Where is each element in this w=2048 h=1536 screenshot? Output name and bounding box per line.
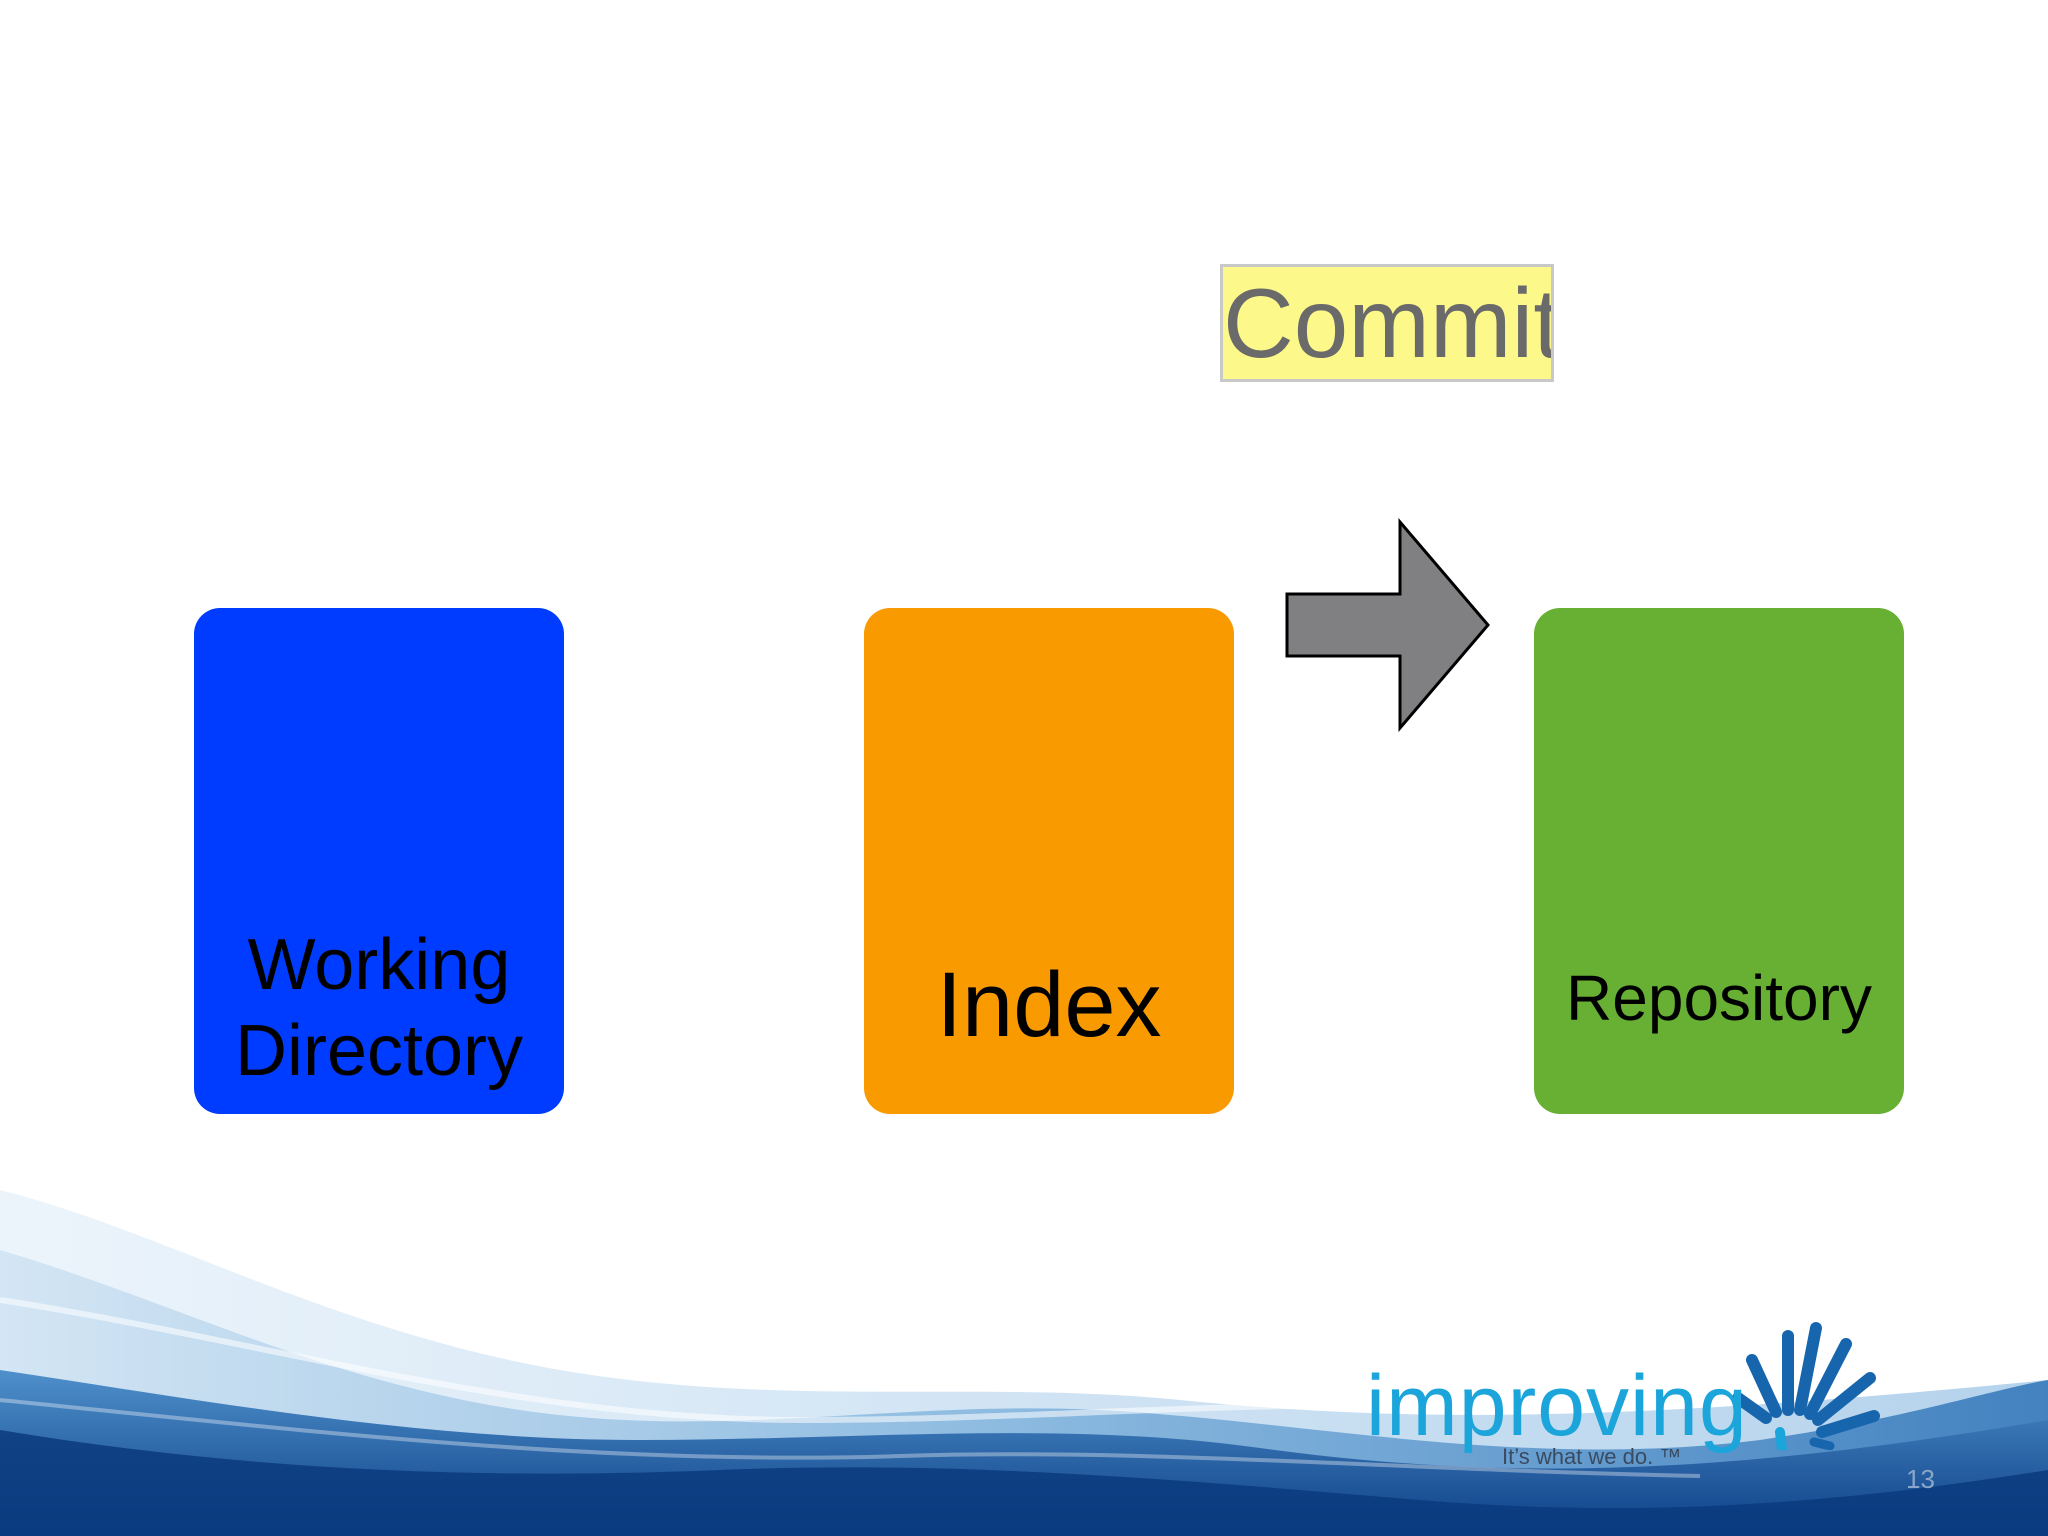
index-label: Index [936, 954, 1162, 1056]
logo-burst-icon [1732, 1322, 1880, 1450]
commit-label: Commit [1220, 264, 1554, 382]
logo-tagline: It’s what we do. ™ [1502, 1444, 1682, 1469]
improving-logo: improving It’s what we do. ™ [1360, 1300, 1880, 1480]
logo-wordmark: improving [1366, 1358, 1748, 1454]
slide-number: 13 [1906, 1464, 1934, 1494]
commit-arrow-icon [1285, 518, 1490, 732]
repository-label: Repository [1566, 962, 1872, 1034]
repository-box: Repository [1534, 608, 1904, 1114]
index-box: Index [864, 608, 1234, 1114]
